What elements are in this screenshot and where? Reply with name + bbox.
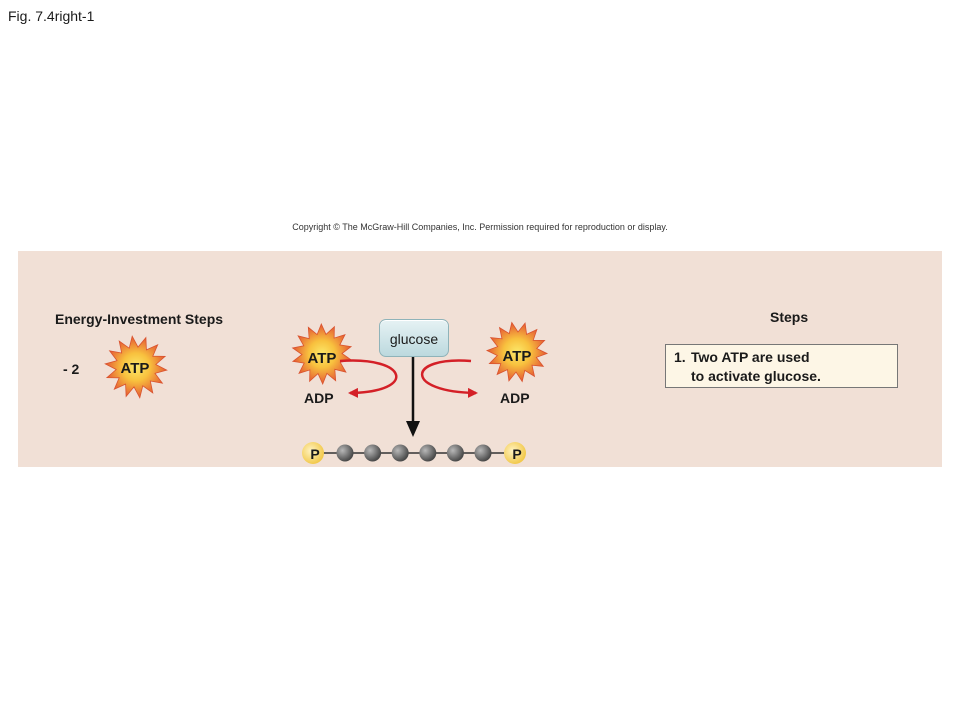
atp-burst-shape <box>291 322 353 386</box>
phosphate-right <box>504 442 526 464</box>
carbon-atom <box>364 444 382 462</box>
atp-right-label: ATP <box>503 348 532 365</box>
reaction-arrowhead <box>406 421 420 437</box>
section-title: Energy-Investment Steps <box>55 311 224 327</box>
figure-label: Fig. 7.4right-1 <box>8 8 95 24</box>
phosphate-left <box>302 442 324 464</box>
carbon-atom <box>336 444 354 462</box>
carbon-chain <box>336 444 492 462</box>
carbon-atom <box>446 444 464 462</box>
copyright-notice: Copyright © The McGraw-Hill Companies, I… <box>292 222 668 232</box>
step-number: 1. <box>674 349 686 365</box>
atp-burst-right <box>485 321 549 383</box>
atp-to-adp-arrow-right <box>420 359 478 398</box>
step-text-line2: to activate glucose. <box>691 368 821 384</box>
adp-right-label: ADP <box>500 390 530 406</box>
atp-burst-left <box>291 322 353 386</box>
phosphate-right-label: P <box>512 446 521 462</box>
atp-legend-label: ATP <box>121 360 150 377</box>
atp-burst-legend <box>104 335 168 399</box>
atp-burst-shape <box>485 321 549 383</box>
step-text-line1: Two ATP are used <box>691 349 810 365</box>
atp-to-adp-arrow-left <box>339 359 398 398</box>
carbon-atom <box>391 444 409 462</box>
glucose-box: glucose <box>379 319 449 357</box>
atp-count: - 2 <box>63 361 80 377</box>
adp-left-label: ADP <box>304 390 334 406</box>
step-box: 1. Two ATP are used to activate glucose. <box>665 344 898 388</box>
glucose-label: glucose <box>389 331 439 347</box>
atp-left-label: ATP <box>308 350 337 367</box>
carbon-atom <box>419 444 437 462</box>
phosphate-left-label: P <box>310 446 319 462</box>
atp-burst-shape <box>104 335 168 399</box>
carbon-atom <box>474 444 492 462</box>
steps-title: Steps <box>770 309 809 325</box>
